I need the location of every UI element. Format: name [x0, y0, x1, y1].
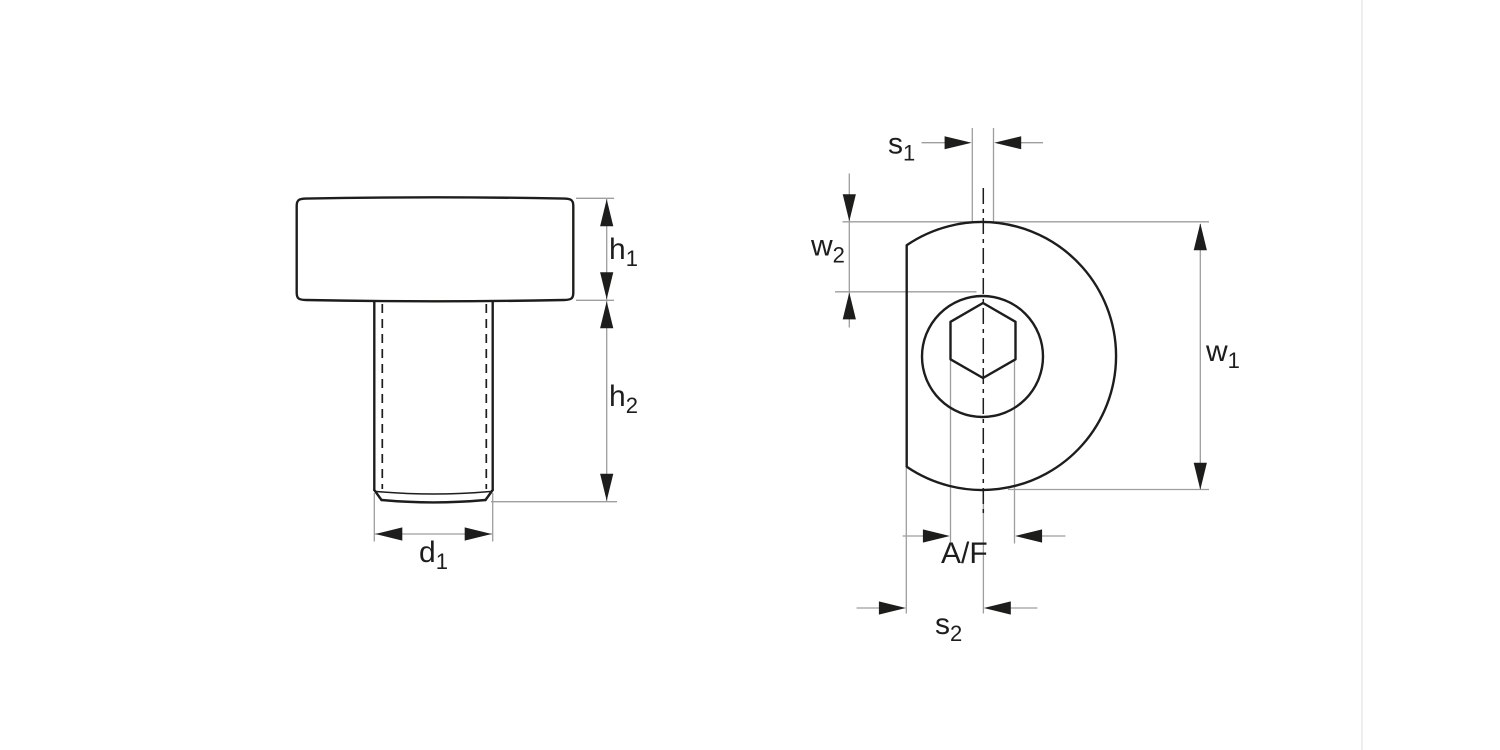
- arrow-w1-bottom: [1193, 462, 1207, 490]
- dim-label-af: A/F: [941, 537, 988, 570]
- arrow-af-right: [1015, 529, 1043, 543]
- arrow-h1-up: [600, 199, 614, 227]
- dimension-arrows: [375, 136, 1207, 615]
- white-fills: [296, 198, 1117, 490]
- arrow-h2-up: [600, 301, 614, 329]
- dim-label-w1: w1: [1205, 335, 1240, 373]
- socket-counterbore-circle: [920, 294, 1045, 419]
- chamfer-edge-arc: [375, 490, 492, 495]
- dim-label-s2: s2: [935, 608, 962, 646]
- arrow-s1-left: [944, 136, 972, 150]
- d-shaped-head-outline: [905, 220, 1118, 492]
- head-front-fill: [906, 221, 1117, 490]
- arrow-af-left: [922, 529, 950, 543]
- screw-head-outline: [295, 196, 575, 303]
- arrow-d1-left: [375, 527, 403, 541]
- arrow-d1-right: [464, 527, 492, 541]
- side-view: [295, 196, 575, 504]
- dim-label-s1: s1: [888, 128, 915, 166]
- arrow-w2-bottom: [842, 292, 856, 320]
- arrow-h2-down: [600, 473, 614, 501]
- dim-label-h1: h1: [609, 233, 638, 271]
- arrow-w2-top: [842, 194, 856, 222]
- arrow-s2-right: [983, 601, 1011, 615]
- head-side-fill: [296, 198, 574, 301]
- dim-label-w2: w2: [810, 230, 845, 268]
- dimension-labels: h1 h2 d1 s1 w2 w1 A/F s2: [419, 128, 1240, 647]
- shank-bottom-arc: [380, 498, 487, 504]
- dim-label-h2: h2: [609, 380, 638, 418]
- front-view: [905, 188, 1118, 515]
- chamfer-right: [484, 488, 494, 502]
- arrow-w1-top: [1193, 223, 1207, 251]
- dim-label-d1: d1: [419, 536, 448, 574]
- arrow-s2-left: [878, 601, 906, 615]
- arrow-s1-right: [994, 136, 1022, 150]
- arrow-h1-down: [600, 272, 614, 300]
- chamfer-left: [373, 488, 383, 502]
- dimension-lines: [373, 128, 1209, 614]
